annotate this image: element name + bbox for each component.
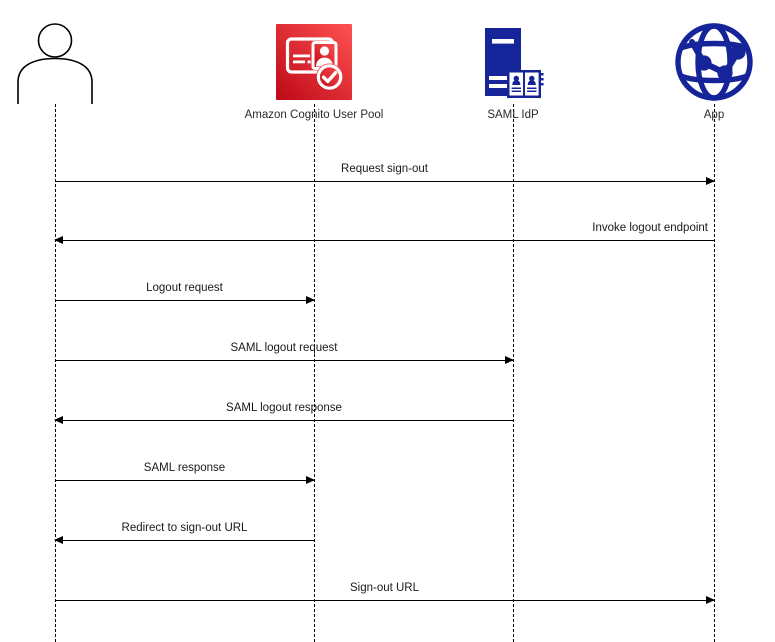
arrow-head-right-icon [706,595,715,604]
participant-app[interactable]: App [634,0,775,132]
message-line [55,300,314,301]
participant-user[interactable] [0,0,135,132]
message-label: Redirect to sign-out URL [121,522,248,534]
arrow-head-right-icon [505,355,514,364]
amazon-cognito-user-pool-icon [272,20,356,104]
arrow-head-right-icon [706,176,715,185]
message-line [55,360,513,361]
arrow-head-right-icon [306,295,315,304]
participant-label-app: App [703,109,725,121]
lifeline-idp [513,104,514,642]
saml-idp-server-directory-icon [471,20,555,104]
arrow-head-left-icon [54,415,63,424]
message-label: Logout request [146,282,223,294]
message-line [55,240,714,241]
message-line [55,480,314,481]
message-label: Sign-out URL [349,582,420,594]
arrow-head-left-icon [54,235,63,244]
message-line [55,600,714,601]
message-label: Request sign-out [341,163,428,175]
message-label: Invoke logout endpoint [592,222,708,234]
message-label: SAML logout response [226,402,342,414]
participant-label-cognito: Amazon Cognito User Pool [244,109,384,121]
app-globe-network-icon [672,20,756,104]
message-line [55,540,314,541]
participant-label-idp: SAML IdP [487,109,539,121]
lifeline-user [55,104,56,642]
arrow-head-right-icon [306,475,315,484]
message-line [55,181,714,182]
message-label: SAML response [143,462,226,474]
participant-idp[interactable]: SAML IdP [433,0,593,132]
message-line [55,420,513,421]
lifeline-app [714,104,715,642]
arrow-head-left-icon [54,535,63,544]
lifeline-cognito [314,104,315,642]
message-label: SAML logout request [230,342,338,354]
participant-cognito[interactable]: Amazon Cognito User Pool [234,0,394,132]
actor-person-icon [13,20,97,104]
